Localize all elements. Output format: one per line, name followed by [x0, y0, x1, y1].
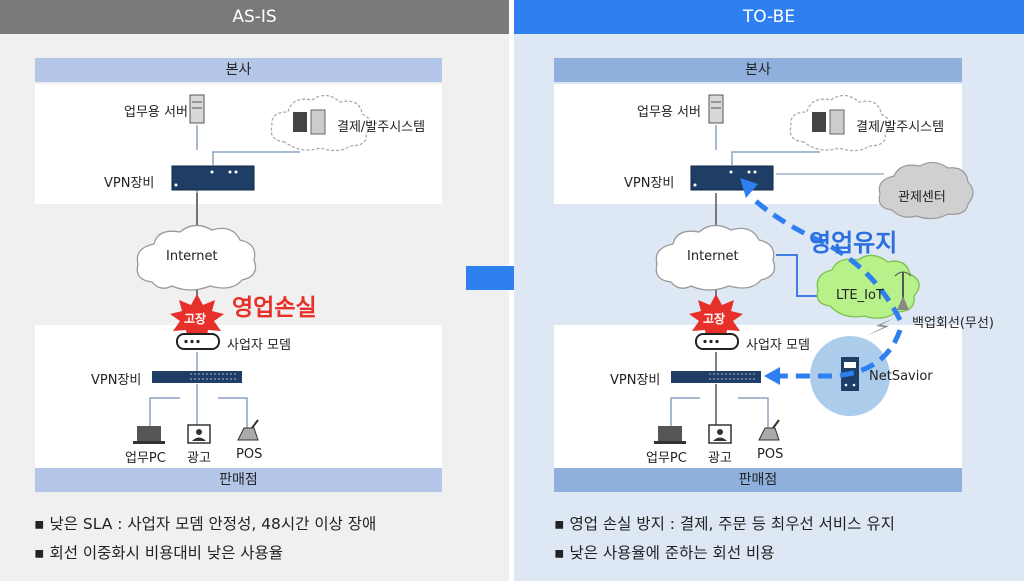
asis-vpn-top-label: VPN장비 [104, 176, 155, 191]
asis-ad-label: 광고 [187, 451, 211, 466]
tobe-lte-label: LTE_IoT [836, 288, 884, 303]
internet-cloud-icon [655, 224, 776, 291]
asis-pc-label: 업무PC [125, 451, 166, 466]
tobe-bullet-1: ▪ 영업 손실 방지 : 결제, 주문 등 최우선 서비스 유지 [554, 515, 895, 533]
pos-icon [758, 419, 780, 441]
tobe-vpn-top-label: VPN장비 [624, 176, 675, 191]
tobe-modem-label: 사업자 모뎀 [746, 338, 810, 353]
tobe-control-label: 관제센터 [898, 190, 946, 205]
asis-hq-band: 본사 [35, 58, 442, 82]
vpn-top-icon [690, 165, 774, 191]
asis-payment-label: 결제/발주시스템 [337, 120, 426, 135]
ad-icon [187, 424, 211, 444]
asis-store-box [35, 325, 442, 468]
ad-icon [708, 424, 732, 444]
tobe-keep-label: 영업유지 [809, 229, 898, 257]
tobe-server-label: 업무용 서버 [637, 105, 701, 120]
tobe-panel: TO-BE 본사 판매점 [514, 0, 1024, 581]
vpn-bottom-icon [152, 371, 242, 383]
pc-icon [133, 426, 165, 444]
asis-loss-label: 영업손실 [232, 295, 317, 321]
lte-cloud-icon [816, 254, 920, 319]
tobe-diagram [654, 94, 974, 444]
asis-server-label: 업무용 서버 [124, 105, 188, 120]
asis-internet-label: Internet [166, 249, 218, 264]
tobe-payment-label: 결제/발주시스템 [856, 120, 945, 135]
asis-pos-label: POS [236, 447, 263, 462]
vpn-top-icon [171, 165, 255, 191]
tobe-store-band: 판매점 [554, 468, 962, 492]
tobe-fault-label: 고장 [703, 312, 726, 326]
internet-cloud-icon [136, 224, 257, 291]
asis-diagram [133, 94, 371, 444]
backup-path-arrow [740, 178, 903, 385]
payment-cloud-icon [789, 94, 890, 152]
tobe-pos-label: POS [757, 447, 784, 462]
payment-cloud-icon [270, 94, 371, 152]
asis-vpn-bottom-label: VPN장비 [91, 373, 142, 388]
server-icon [189, 94, 205, 124]
tobe-vpn-bottom-label: VPN장비 [610, 373, 661, 388]
pos-icon [237, 419, 259, 441]
asis-fault-label: 고장 [184, 312, 207, 326]
pc-icon [654, 426, 686, 444]
modem-icon [176, 333, 220, 350]
asis-bullet-2: ▪ 회선 이중화시 비용대비 낮은 사용율 [34, 544, 284, 562]
tobe-ad-label: 광고 [708, 451, 732, 466]
tobe-internet-label: Internet [687, 249, 739, 264]
tobe-connectors [670, 125, 820, 430]
modem-icon [695, 333, 739, 350]
fault-burst-icon [689, 294, 743, 341]
asis-modem-label: 사업자 모뎀 [227, 338, 291, 353]
vpn-bottom-icon [671, 371, 761, 383]
server-icon [708, 94, 724, 124]
tobe-header: TO-BE [514, 0, 1024, 34]
control-center-cloud-icon [878, 161, 974, 220]
tobe-pc-label: 업무PC [646, 451, 687, 466]
tobe-bullet-2: ▪ 낮은 사용율에 준하는 회선 비용 [554, 544, 775, 562]
tobe-hq-band: 본사 [554, 58, 962, 82]
asis-header: AS-IS [0, 0, 509, 34]
fault-burst-icon [170, 294, 224, 341]
asis-bullet-1: ▪ 낮은 SLA : 사업자 모뎀 안정성, 48시간 이상 장애 [34, 515, 377, 533]
asis-store-band: 판매점 [35, 468, 442, 492]
wireless-bolt-icon [866, 318, 894, 336]
tobe-store-box [554, 325, 962, 468]
antenna-icon [894, 271, 912, 310]
tobe-netsavior-label: NetSavior [869, 369, 933, 384]
tobe-backup-label: 백업회선(무선) [912, 316, 994, 331]
asis-panel: AS-IS 본사 판매점 [0, 0, 509, 581]
